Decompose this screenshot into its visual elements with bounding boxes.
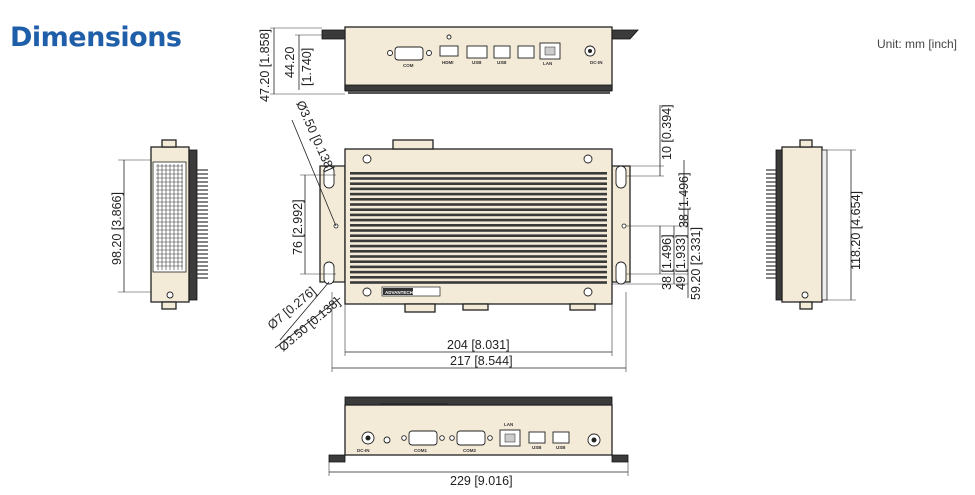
dim-38-bottom: 38 [1.496] <box>660 234 674 290</box>
front-com2-port <box>456 430 486 446</box>
dim-height-total: 47.20 [1.858] <box>258 29 272 102</box>
dim-side-right: 118.20 [4.654] <box>849 191 863 270</box>
dim-38-top: 38 [1.496] <box>677 172 691 228</box>
svg-text:USB: USB <box>532 445 542 450</box>
unit-label: Unit: mm [inch] <box>876 37 957 51</box>
svg-text:LAN: LAN <box>504 422 513 427</box>
dim-229: 229 [9.016] <box>450 474 513 488</box>
rear-usb-port-3 <box>517 45 535 59</box>
dim-height-body-inch: [1.740] <box>300 48 314 86</box>
svg-text:LAN: LAN <box>543 61 552 66</box>
dim-height-body: 44.20 <box>283 47 297 78</box>
dim-10: 10 [0.394] <box>660 104 674 160</box>
svg-text:DC-IN: DC-IN <box>357 448 370 453</box>
dim-hole-diameter: Ø3.50 [0.138] <box>293 99 337 174</box>
rear-usb-port-2 <box>493 45 511 59</box>
left-side-view: 98.20 [3.866] <box>110 139 208 310</box>
rear-com-port <box>394 46 424 61</box>
front-com1-port <box>408 430 438 446</box>
svg-text:USB: USB <box>556 445 566 450</box>
front-panel-view: DC-IN COM1 COM2 LAN USB USB 229 [9.016] <box>328 396 629 488</box>
brand-plate: ADVANTECH DS-570 <box>385 290 430 295</box>
front-usb-port-2 <box>552 431 570 444</box>
front-usb-port-1 <box>528 431 546 444</box>
rear-panel-view: COM HDMI USB USB LAN DC-IN 47.20 [1.858]… <box>258 26 639 102</box>
svg-text:COM2: COM2 <box>463 448 476 453</box>
page-title: Dimensions <box>10 22 182 53</box>
rear-hdmi-port <box>439 45 459 57</box>
svg-text:COM: COM <box>403 63 414 68</box>
dim-49: 49 [1.933] <box>674 234 688 290</box>
svg-text:COM1: COM1 <box>414 448 427 453</box>
svg-text:USB: USB <box>472 60 482 65</box>
dim-76: 76 [2.992] <box>291 199 305 255</box>
dim-204: 204 [8.031] <box>447 338 510 352</box>
dim-side-left: 98.20 [3.866] <box>110 192 124 265</box>
svg-text:DC-IN: DC-IN <box>590 60 603 65</box>
svg-text:HDMI: HDMI <box>442 60 454 65</box>
right-side-view: 118.20 [4.654] <box>766 139 863 310</box>
heatsink-fins <box>350 172 607 284</box>
dim-59-20: 59.20 [2.331] <box>689 227 703 300</box>
main-top-view: ADVANTECH DS-570 76 [2.992] Ø3.50 [0.138… <box>265 99 703 372</box>
rear-usb-port-1 <box>466 45 488 59</box>
dim-217: 217 [8.544] <box>450 354 513 368</box>
svg-text:USB: USB <box>497 60 507 65</box>
